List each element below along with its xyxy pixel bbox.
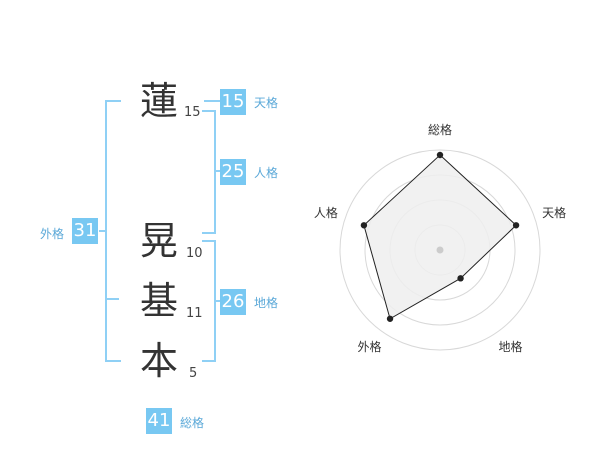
radar-center-dot [436, 246, 444, 254]
given-char-1: 晃 [140, 219, 179, 263]
jinkaku-label: 人格 [254, 166, 279, 180]
radar-point [436, 151, 444, 159]
radar-point [360, 222, 368, 229]
radar-axis-label: 外格 [357, 339, 381, 354]
radar-axis-label: 人格 [314, 205, 338, 220]
radar-axis-label: 天格 [542, 205, 566, 220]
given-char-2-strokes: 11 [186, 306, 203, 321]
tenkaku-value: 15 [220, 89, 246, 115]
gaikaku-bracket-mid-tick [105, 298, 119, 300]
given-char-1-strokes: 10 [186, 246, 203, 261]
radar-points [360, 151, 520, 322]
gaikaku-label: 外格 [40, 227, 65, 241]
radar-point [457, 275, 464, 282]
radar-axis-label: 地格 [499, 339, 523, 354]
given-char-3: 本 [140, 339, 179, 383]
gaikaku-bracket-connector [99, 230, 107, 232]
given-char-2: 基 [140, 279, 179, 323]
radar-polygon [363, 154, 517, 320]
chikaku-label: 地格 [254, 296, 279, 310]
chikaku-value: 26 [220, 289, 246, 315]
jinkaku-connector [214, 170, 220, 172]
jinkaku-bracket [202, 110, 216, 234]
surname-char-1-strokes: 15 [184, 105, 201, 120]
radar-point [386, 315, 394, 322]
soukaku-value: 41 [146, 408, 172, 434]
radar-axis-label: 総格 [428, 122, 452, 137]
surname-char-1: 蓮 [140, 79, 179, 123]
given-char-3-strokes: 5 [189, 366, 198, 381]
radar-point [512, 222, 520, 229]
tenkaku-connector [204, 100, 220, 102]
soukaku-label: 総格 [180, 416, 205, 430]
tenkaku-label: 天格 [254, 96, 279, 110]
jinkaku-value: 25 [220, 159, 246, 185]
gaikaku-bracket [105, 100, 121, 362]
gaikaku-value: 31 [72, 218, 98, 244]
chikaku-connector [214, 300, 220, 302]
